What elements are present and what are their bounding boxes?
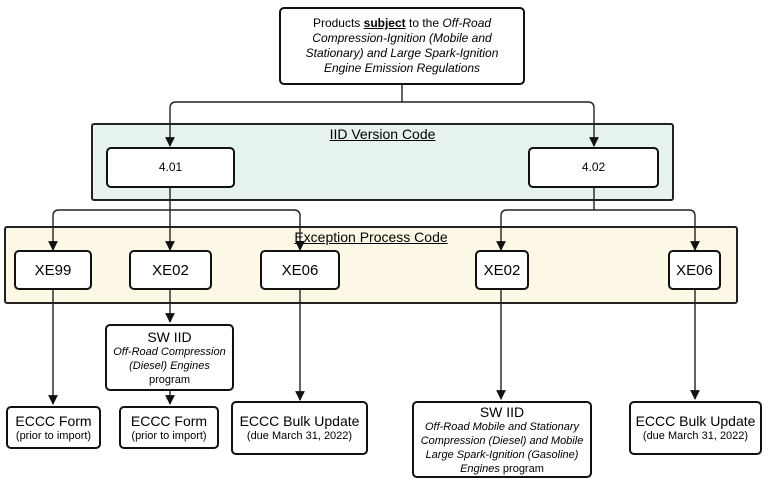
version-402-label: 4.02: [581, 160, 606, 174]
connector-to-402: [402, 101, 599, 147]
connector-to-xe02-right: [496, 209, 594, 251]
eccc-bulk-title-1: ECCC Bulk Update: [239, 413, 360, 429]
products-prefix: Products: [312, 16, 364, 30]
eccc-form-sub-1: (prior to import): [15, 429, 92, 442]
code-xe06-left-label: XE06: [281, 261, 319, 279]
products-subject-box: Products subject to the Off-Road Compres…: [279, 7, 525, 85]
products-mid: to the: [405, 16, 443, 30]
sw-iid-gasoline-tail: program: [499, 462, 544, 475]
connector-to-401: [165, 101, 402, 147]
code-xe06-right-label: XE06: [676, 261, 713, 279]
connector-to-xe99: [48, 209, 170, 251]
eccc-bulk-sub-2: (due March 31, 2022): [642, 430, 749, 442]
eccc-form-box-2: ECCC Form (prior to import): [119, 406, 219, 449]
code-xe06-left-box: XE06: [260, 250, 340, 290]
connector-to-xe06-left: [170, 209, 305, 251]
eccc-form-sub-2: (prior to import): [131, 429, 207, 442]
code-xe02-left-label: XE02: [152, 261, 189, 279]
code-xe06-right-box: XE06: [668, 250, 721, 290]
eccc-form-title-1: ECCC Form: [15, 412, 92, 429]
exception-process-title: Exception Process Code: [294, 229, 448, 245]
version-401-label: 4.01: [158, 160, 183, 174]
eccc-form-title-2: ECCC Form: [130, 412, 208, 429]
connector-to-xe06-right: [594, 209, 700, 251]
eccc-form-box-1: ECCC Form (prior to import): [6, 406, 101, 449]
version-402-box: 4.02: [528, 147, 659, 188]
code-xe99-box: XE99: [14, 250, 92, 290]
eccc-bulk-sub-1: (due March 31, 2022): [246, 430, 353, 442]
code-xe99-label: XE99: [34, 261, 72, 279]
code-xe02-right-box: XE02: [475, 250, 529, 290]
exception-process-panel: Exception Process Code: [4, 226, 738, 304]
sw-iid-gasoline-title: SW IID: [479, 403, 525, 420]
eccc-bulk-box-2: ECCC Bulk Update (due March 31, 2022): [629, 401, 762, 455]
sw-iid-diesel-box: SW IID Off-Road Compression (Diesel) Eng…: [105, 324, 234, 391]
code-xe02-left-box: XE02: [129, 250, 212, 290]
regulation-name: Off-Road Compression-Ignition (Mobile an…: [305, 16, 499, 75]
sw-iid-diesel-tail: program: [149, 373, 190, 386]
sw-iid-diesel-program: Off-Road Compression (Diesel) Engines: [113, 345, 226, 372]
eccc-bulk-title-2: ECCC Bulk Update: [635, 413, 756, 429]
sw-iid-gasoline-box: SW IID Off-Road Mobile and Stationary Co…: [412, 401, 592, 478]
eccc-bulk-box-1: ECCC Bulk Update (due March 31, 2022): [231, 401, 368, 455]
sw-iid-gasoline-program: Off-Road Mobile and Stationary Compressi…: [420, 420, 584, 475]
sw-iid-diesel-title: SW IID: [147, 328, 192, 345]
subject-word: subject: [363, 16, 406, 30]
version-401-box: 4.01: [106, 147, 235, 188]
iid-version-title: IID Version Code: [329, 126, 436, 142]
code-xe02-right-label: XE02: [483, 261, 521, 279]
